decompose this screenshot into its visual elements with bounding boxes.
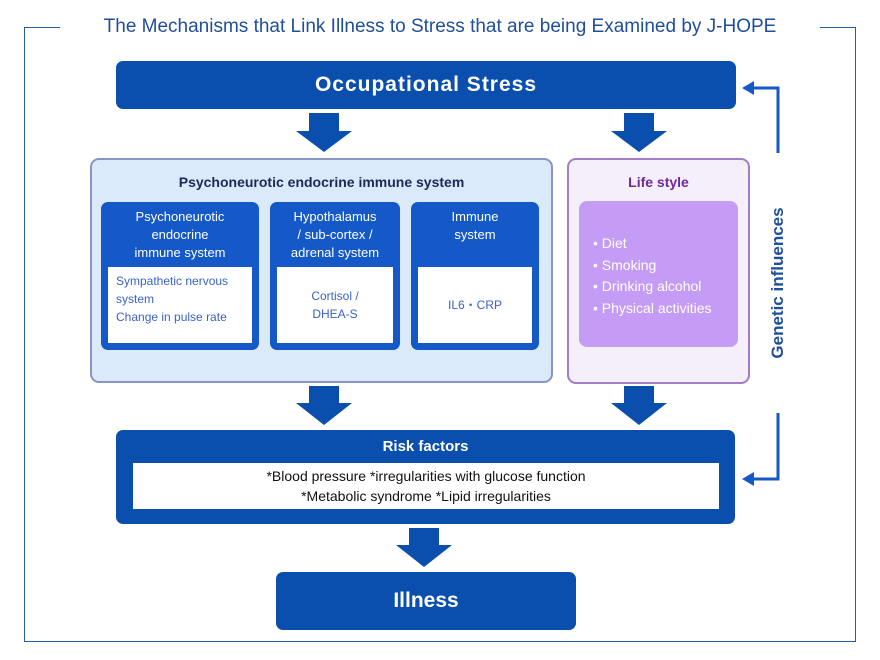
- lifestyle-item: Physical activities: [593, 298, 712, 320]
- down-arrow-icon: [611, 386, 667, 425]
- immune-box-body: IL6・CRP: [418, 267, 532, 343]
- down-arrow-icon: [296, 113, 352, 152]
- risk-factors-body: *Blood pressure *irregularities with glu…: [133, 463, 719, 509]
- hypothalamus-box-body: Cortisol / DHEA-S: [277, 267, 393, 343]
- sympathetic-box-body: Sympathetic nervous system Change in pul…: [108, 267, 252, 343]
- risk-factors-line: *Blood pressure *irregularities with glu…: [266, 468, 586, 484]
- occupational-stress-banner: Occupational Stress: [116, 61, 736, 109]
- pneis-panel: Psychoneurotic endocrine immune system P…: [90, 158, 553, 383]
- immune-box-head: Immune system: [451, 209, 499, 242]
- down-arrow-icon: [396, 528, 452, 567]
- illness-banner: Illness: [276, 572, 576, 630]
- hypothalamus-box: Hypothalamus / sub-cortex / adrenal syst…: [270, 202, 400, 350]
- bracket-arrowhead-bottom-icon: [742, 472, 754, 486]
- lifestyle-item: Diet: [593, 233, 712, 255]
- immune-box: Immune system IL6・CRP: [411, 202, 539, 350]
- lifestyle-list-box: Diet Smoking Drinking alcohol Physical a…: [579, 201, 738, 347]
- sympathetic-box: Psychoneurotic endocrine immune system S…: [101, 202, 259, 350]
- down-arrow-icon: [611, 113, 667, 152]
- hypothalamus-box-head: Hypothalamus / sub-cortex / adrenal syst…: [290, 209, 380, 260]
- sympathetic-box-head: Psychoneurotic endocrine immune system: [134, 209, 226, 260]
- lifestyle-list: Diet Smoking Drinking alcohol Physical a…: [593, 233, 712, 319]
- lifestyle-item: Smoking: [593, 255, 712, 277]
- risk-factors-line: *Metabolic syndrome *Lipid irregularitie…: [301, 488, 551, 504]
- lifestyle-title: Life style: [628, 174, 689, 190]
- lifestyle-panel: Life style Diet Smoking Drinking alcohol…: [567, 158, 750, 384]
- bracket-arrowhead-top-icon: [742, 81, 754, 95]
- genetic-influences-label: Genetic influences: [766, 153, 790, 413]
- diagram-title: The Mechanisms that Link Illness to Stre…: [60, 14, 820, 40]
- lifestyle-item: Drinking alcohol: [593, 276, 712, 298]
- down-arrow-icon: [296, 386, 352, 425]
- risk-factors-title: Risk factors: [382, 438, 469, 455]
- risk-factors-box: Risk factors *Blood pressure *irregulari…: [116, 430, 735, 524]
- pneis-title: Psychoneurotic endocrine immune system: [178, 174, 465, 190]
